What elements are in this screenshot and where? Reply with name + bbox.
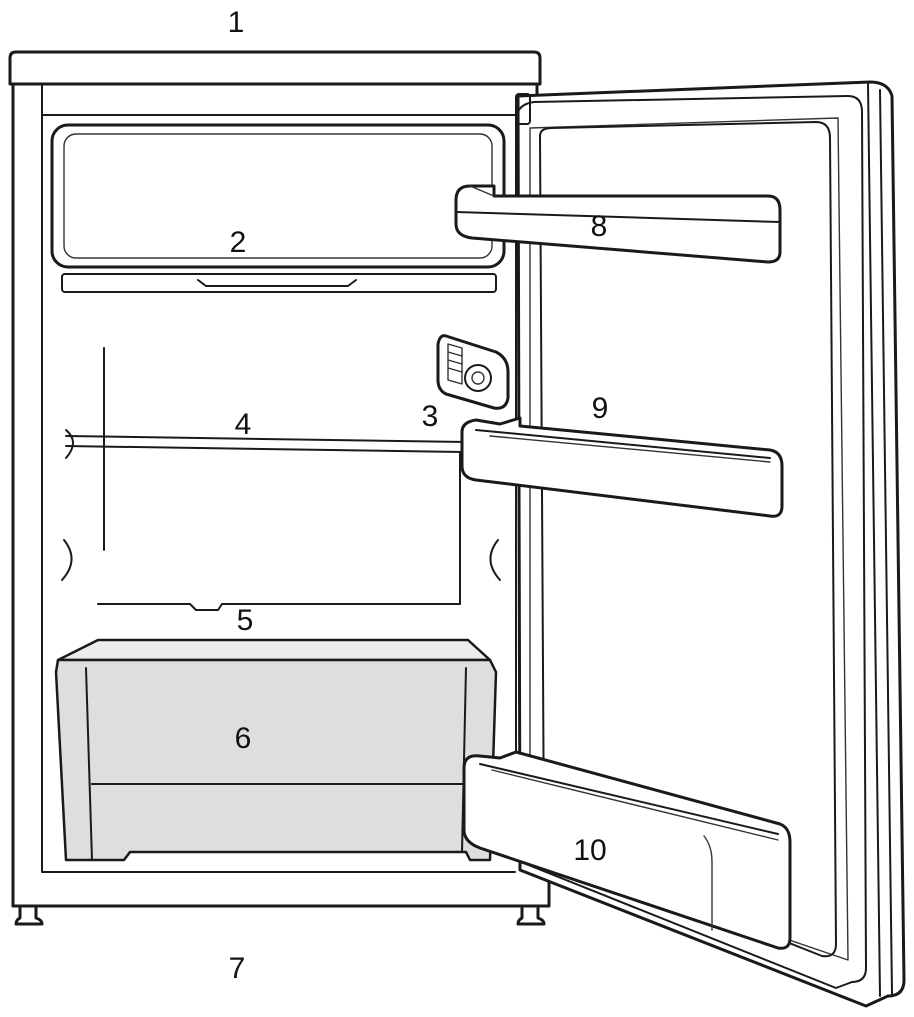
callout-9: 9 — [592, 392, 609, 425]
open-door — [515, 80, 906, 1008]
callout-4: 4 — [235, 408, 252, 441]
cabinet-liner — [41, 83, 516, 873]
door-gasket — [515, 95, 867, 989]
thermostat-housing — [436, 334, 510, 410]
callout-1: 1 — [228, 6, 245, 39]
crisper-cover — [97, 603, 461, 611]
glass-shelf — [61, 347, 501, 605]
callout-6: 6 — [235, 722, 252, 755]
callout-10: 10 — [573, 834, 606, 867]
callout-3: 3 — [422, 400, 439, 433]
freezer-compartment — [50, 123, 506, 293]
drip-tray — [61, 273, 497, 293]
door-panel — [516, 80, 906, 1008]
callout-5: 5 — [237, 604, 254, 637]
bottom-door-shelf — [462, 750, 792, 950]
right-foot — [516, 904, 546, 926]
crisper-drawer — [54, 638, 498, 862]
door-liner — [539, 121, 837, 958]
left-foot — [14, 904, 44, 926]
callout-7: 7 — [229, 952, 246, 985]
callout-8: 8 — [591, 210, 608, 243]
middle-door-shelf — [460, 416, 784, 518]
callout-2: 2 — [230, 226, 247, 259]
upper-door-shelf — [454, 184, 782, 264]
top-cover — [8, 50, 542, 86]
thermostat-knob — [464, 364, 492, 392]
